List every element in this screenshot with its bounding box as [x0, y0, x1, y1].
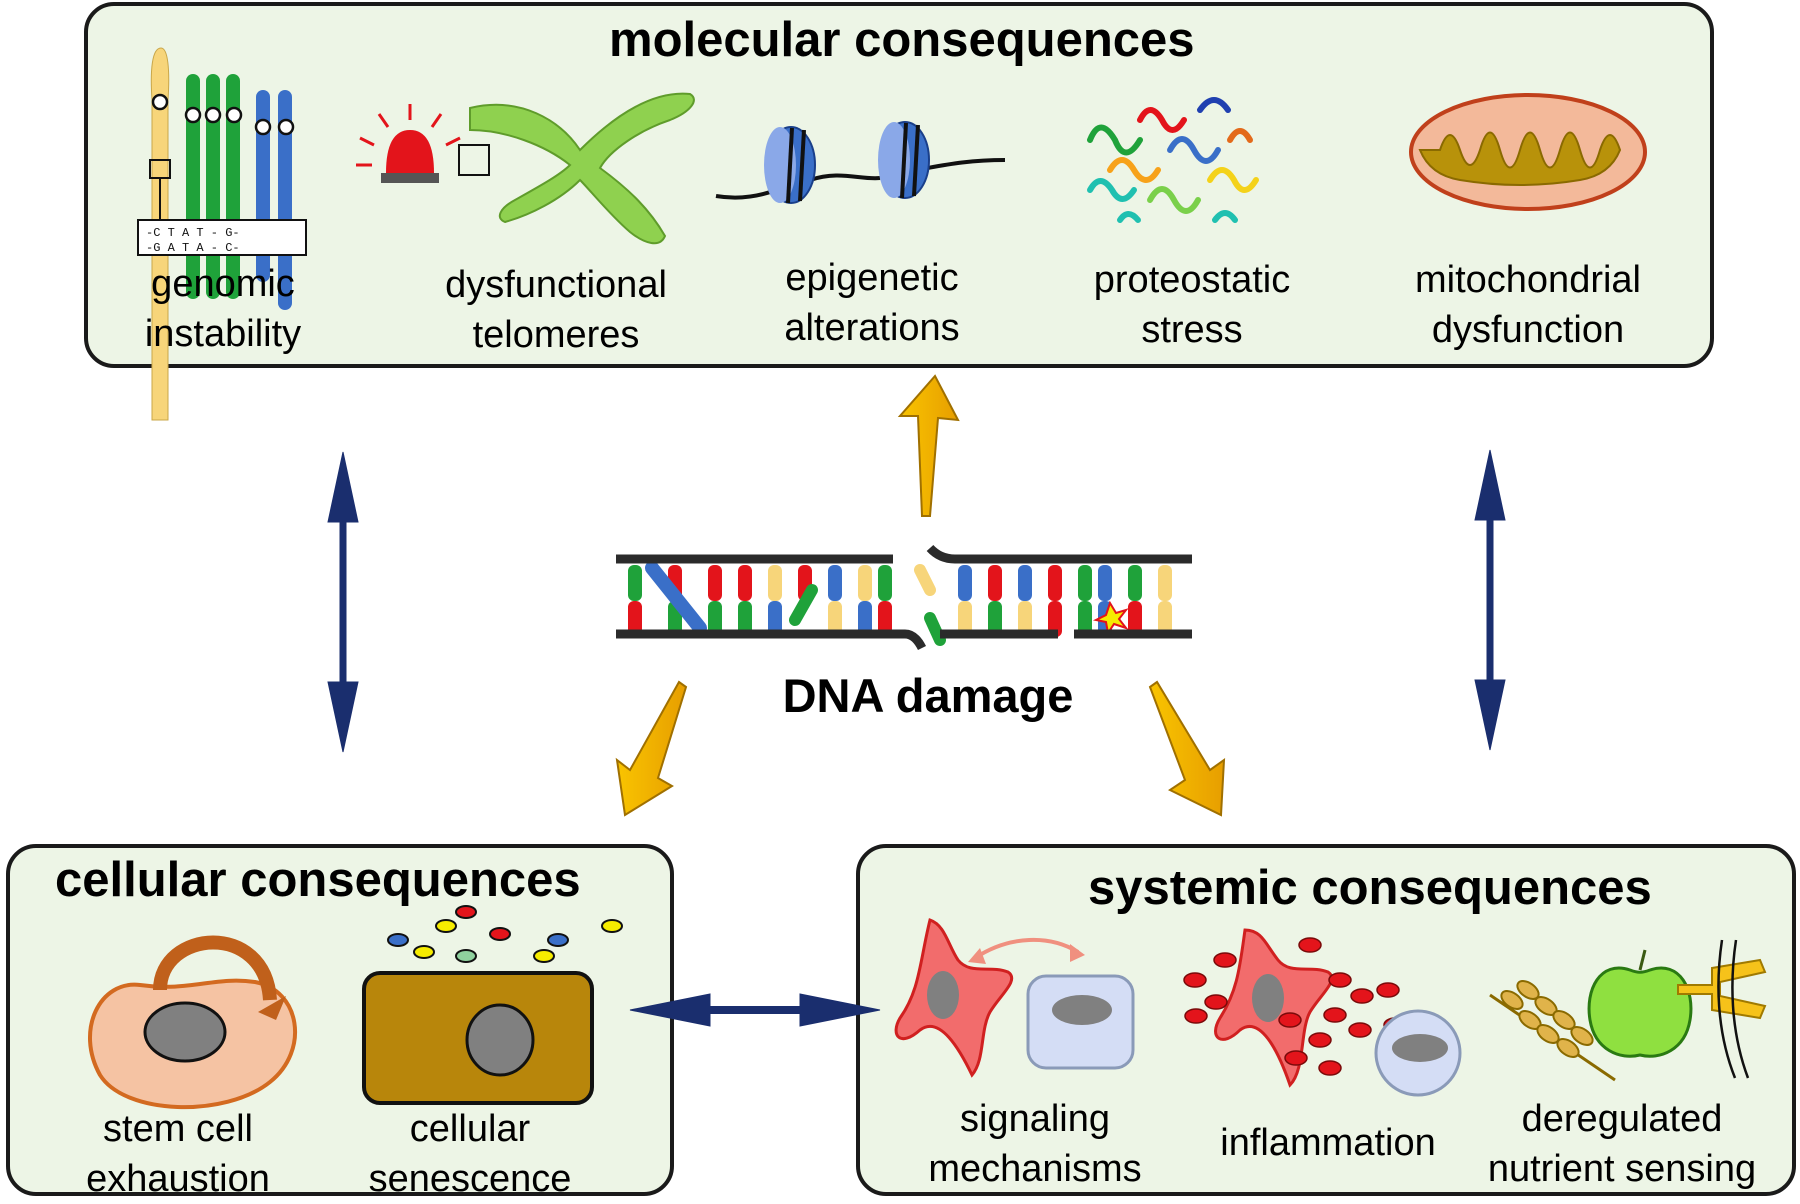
molecular-title: molecular consequences: [609, 13, 1195, 67]
label-line: senescence: [368, 1158, 572, 1200]
label-line: cellular: [409, 1108, 531, 1150]
right-double-arrow: [1474, 449, 1506, 751]
label-deregulated-nutrient-sensing: deregulated nutrient sensing: [1488, 1094, 1756, 1194]
label-mitochondrial-dysfunction: mitochondrial dysfunction: [1415, 255, 1641, 355]
label-line: exhaustion: [86, 1158, 270, 1200]
label-line: proteostatic: [1093, 259, 1291, 301]
label-genomic-instability: genomic instability: [145, 259, 301, 359]
label-cellular-senescence: cellular senescence: [369, 1104, 572, 1204]
dna-damage-icon: [616, 544, 1192, 651]
label-epigenetic-alterations: epigenetic alterations: [784, 253, 959, 353]
label-line: nutrient sensing: [1487, 1148, 1757, 1190]
label-line: epigenetic: [785, 257, 959, 299]
label-line: stem cell: [103, 1108, 253, 1150]
label-line: signaling: [959, 1098, 1110, 1140]
label-line: deregulated: [1521, 1098, 1723, 1140]
label-proteostatic-stress: proteostatic stress: [1094, 255, 1290, 355]
systemic-title: systemic consequences: [1088, 861, 1652, 915]
label-line: stress: [1141, 309, 1243, 351]
label-inflammation: inflammation: [1220, 1118, 1435, 1168]
label-line: alterations: [784, 307, 960, 349]
label-line: dysfunctional: [445, 264, 667, 306]
label-line: mitochondrial: [1415, 259, 1641, 301]
dna-damage-label: DNA damage: [782, 669, 1074, 722]
gold-arrow-up: [897, 374, 960, 517]
label-signaling-mechanisms: signaling mechanisms: [928, 1094, 1141, 1194]
gold-arrow-down-left: [615, 680, 688, 817]
label-line: dysfunction: [1431, 309, 1625, 351]
label-line: genomic: [151, 263, 295, 305]
label-dysfunctional-telomeres: dysfunctional telomeres: [445, 260, 667, 360]
gold-arrow-down-right: [1148, 680, 1226, 817]
label-line: instability: [144, 313, 302, 355]
label-stem-cell-exhaustion: stem cell exhaustion: [86, 1104, 270, 1204]
cellular-title: cellular consequences: [55, 853, 581, 907]
label-line: inflammation: [1220, 1122, 1436, 1164]
label-line: telomeres: [472, 314, 640, 356]
left-double-arrow: [327, 451, 359, 753]
label-line: mechanisms: [928, 1148, 1142, 1190]
